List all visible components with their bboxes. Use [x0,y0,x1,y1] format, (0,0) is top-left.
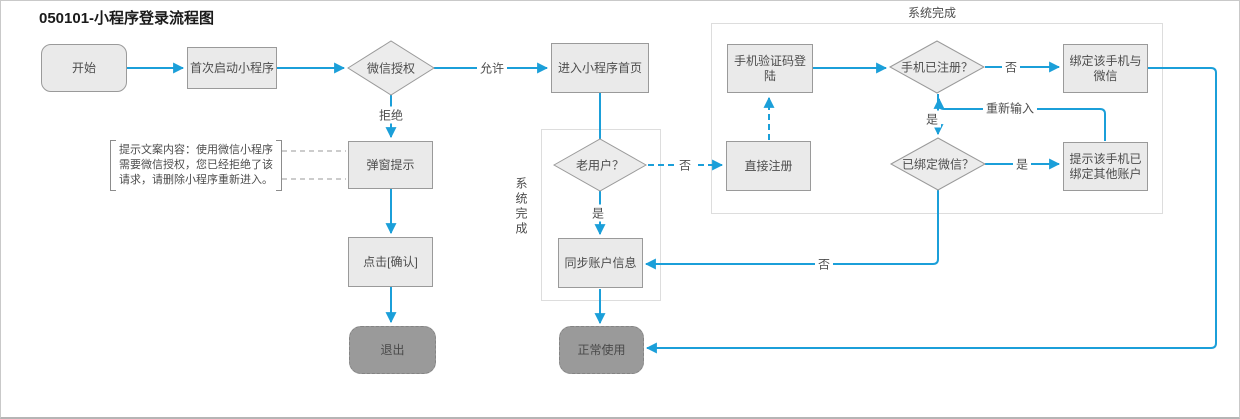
node-direct-register: 直接注册 [726,141,811,191]
node-exit: 退出 [349,326,436,374]
annotation-note-line: 提示文案内容：使用微信小程序 [119,144,273,156]
edge-label-no-bound: 否 [814,255,834,273]
edge-bound-no-to-sync [644,190,939,270]
node-prompt-bound-other: 提示该手机已绑定其他账户 [1063,142,1148,191]
node-start: 开始 [41,44,127,92]
annotation-note: 提示文案内容：使用微信小程序 需要微信授权，您已经拒绝了该 请求，请删除小程序重… [110,140,282,191]
edge-label-yes-registered: 是 [922,110,942,128]
page-title: 050101-小程序登录流程图 [39,10,215,27]
node-popup: 弹窗提示 [348,141,433,189]
node-wechat-auth-shape [347,40,435,96]
edge-bind-to-normal-use [645,67,1217,354]
edge-label-yes-bound: 是 [1012,155,1032,173]
node-bind-phone-wechat: 绑定该手机与微信 [1063,44,1148,93]
node-normal-use: 正常使用 [559,326,644,374]
node-old-user-shape [552,138,648,192]
right-group-label: 系统完成 [907,6,957,20]
node-phone-registered-shape [888,40,986,94]
node-enter-home: 进入小程序首页 [551,43,649,93]
node-wechat-auth-label: 微信授权 [366,61,416,76]
node-wechat-bound-label: 已绑定微信？ [901,157,975,172]
edge-label-yes-old-user: 是 [588,204,608,222]
edge-label-reenter: 重新输入 [982,99,1038,117]
node-wechat-bound-shape [889,137,987,191]
edge-label-refuse: 拒绝 [375,106,407,124]
middle-group-label: 系统完成 [514,177,528,237]
edge-label-no-old-user: 否 [675,156,695,174]
node-first-launch: 首次启动小程序 [187,47,277,89]
annotation-note-line: 请求，请删除小程序重新进入。 [119,174,273,186]
node-old-user-label: 老用户？ [575,158,625,173]
annotation-note-line: 需要微信授权，您已经拒绝了该 [119,159,273,171]
node-click-confirm: 点击[确认] [348,237,433,287]
edge-label-no-registered: 否 [1001,58,1021,76]
edge-label-allow: 允许 [476,59,508,77]
node-phone-code-login: 手机验证码登陆 [727,44,813,93]
node-phone-registered-label: 手机已注册？ [900,60,974,75]
node-sync-account: 同步账户信息 [558,238,643,288]
